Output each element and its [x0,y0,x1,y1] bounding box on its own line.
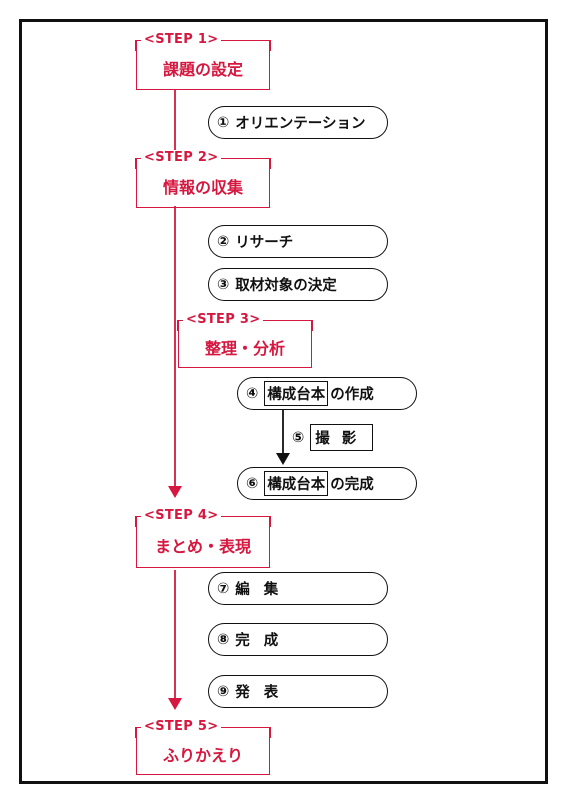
task7-number: ⑦ [217,580,230,597]
step2-title: 情報の収集 [162,177,243,197]
step2-box: 情報の収集 [135,158,271,208]
task1-number: ① [217,114,230,131]
task1-pill: ① オリエンテーション [208,106,388,139]
step3-box: 整理・分析 [177,320,313,368]
task2-pill: ② リサーチ [208,225,388,258]
task6-boxed-term: 構成台本 [264,471,329,496]
diagram-frame [19,19,548,784]
step4-box: まとめ・表現 [135,516,271,568]
task5-label: ⑤ 撮影 [292,424,374,451]
step1-label: <STEP 1> [141,32,222,48]
step5-label: <STEP 5> [141,719,222,735]
task3-pill: ③ 取材対象の決定 [208,268,388,301]
step4-label: <STEP 4> [141,508,222,524]
task7-pill: ⑦ 編集 [208,572,388,605]
step3-label: <STEP 3> [183,312,264,328]
task9-pill: ⑨ 発表 [208,675,388,708]
task4-number: ④ [246,385,259,402]
task9-number: ⑨ [217,683,230,700]
task3-text: 取材対象の決定 [235,278,337,294]
step1-box: 課題の設定 [135,40,271,90]
task8-pill: ⑧ 完成 [208,623,388,656]
task1-text: オリエンテーション [235,116,366,132]
task6-number: ⑥ [246,475,259,492]
task8-number: ⑧ [217,631,230,648]
step5-title: ふりかえり [162,745,243,765]
task2-text: リサーチ [235,235,294,251]
step4-title: まとめ・表現 [154,536,251,556]
step2-label: <STEP 2> [141,150,222,166]
task4-pill: ④ 構成台本 の作成 [237,377,417,410]
task2-number: ② [217,233,230,250]
task3-number: ③ [217,276,230,293]
task5-boxed-term: 撮影 [310,424,374,451]
task9-text: 発表 [235,685,293,701]
task8-text: 完成 [235,633,293,649]
step3-title: 整理・分析 [204,338,285,358]
task4-boxed-term: 構成台本 [264,381,329,406]
step5-box: ふりかえり [135,727,271,775]
task6-text: の完成 [330,477,374,493]
task5-number: ⑤ [292,429,305,446]
step1-title: 課題の設定 [162,59,243,79]
task6-pill: ⑥ 構成台本 の完成 [237,467,417,500]
task4-text: の作成 [330,387,374,403]
task7-text: 編集 [235,582,293,598]
